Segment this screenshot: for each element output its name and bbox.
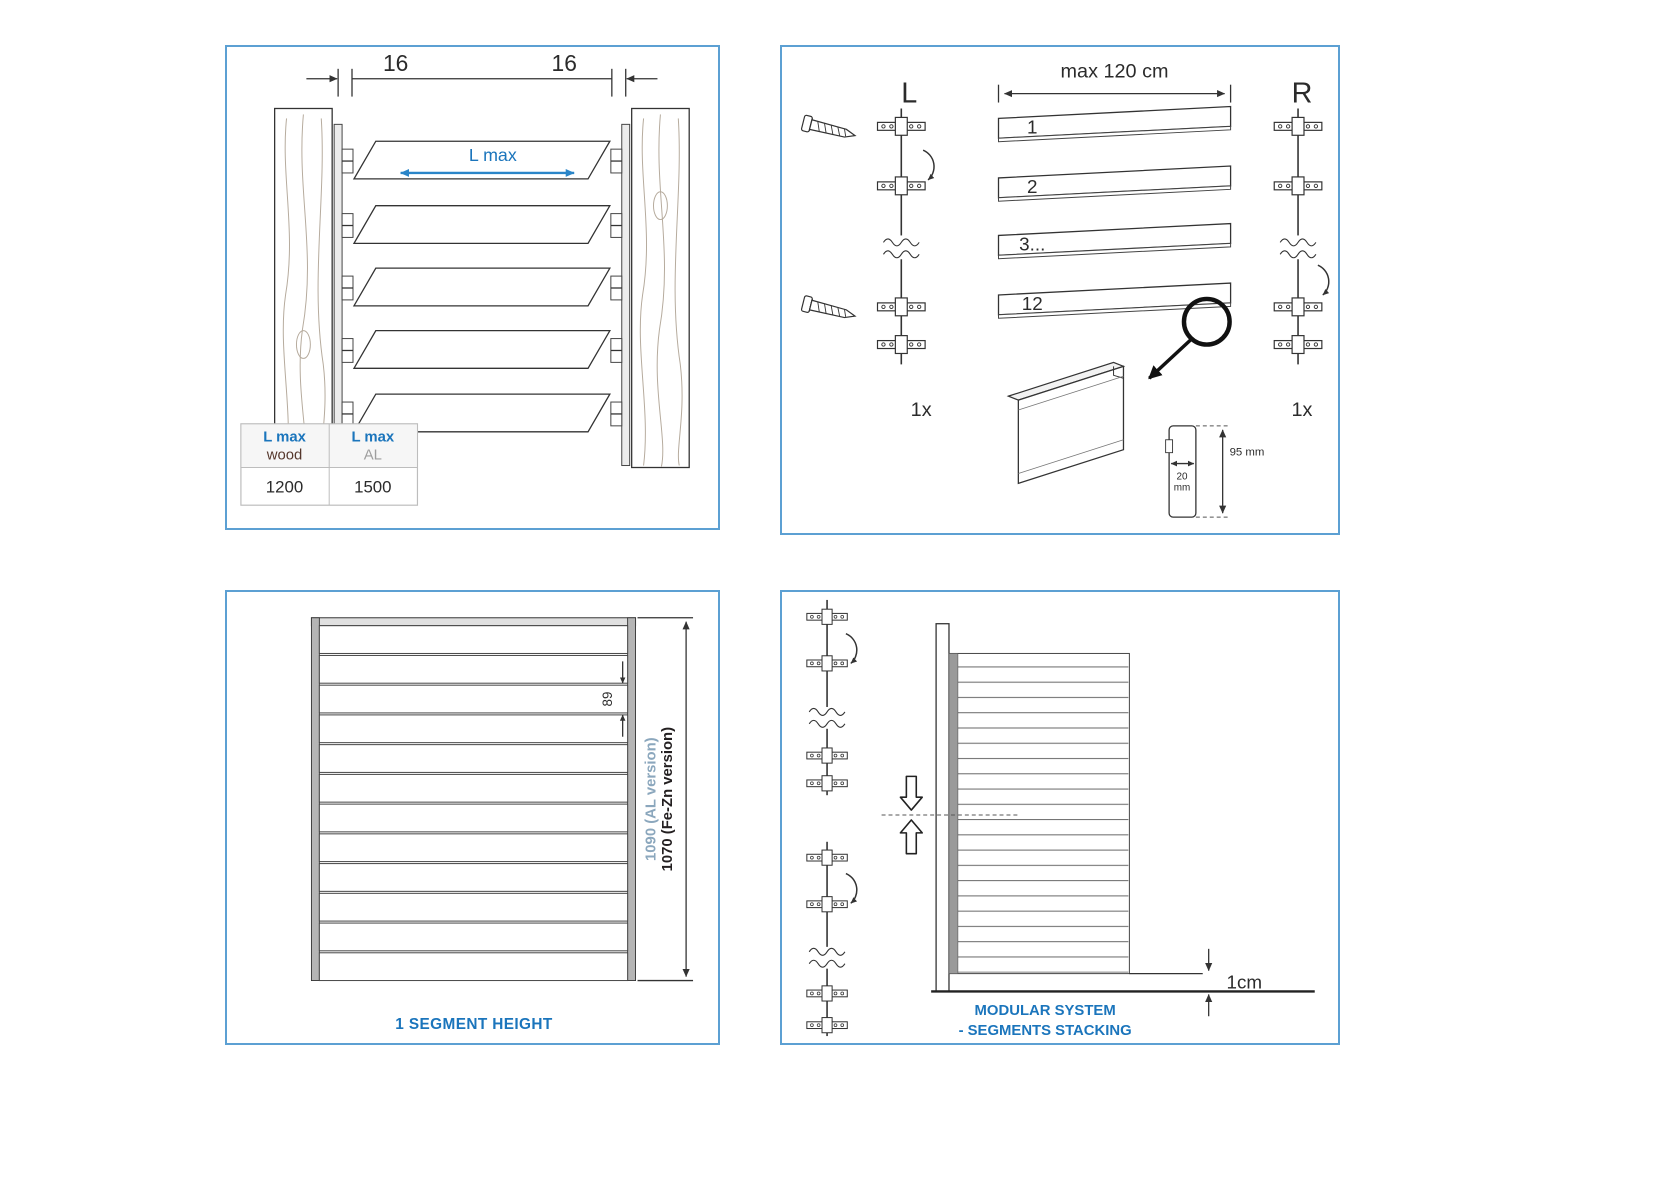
dim-16-right: 16	[552, 50, 577, 76]
right-marker-label: R	[1292, 78, 1313, 110]
dim-16-left: 16	[383, 50, 408, 76]
bracket-icon	[1273, 116, 1323, 136]
segment-front-view	[310, 617, 637, 982]
max-width-label: max 120 cm	[1061, 61, 1169, 83]
bracket-icon	[1273, 297, 1323, 317]
segment-height-drawing: 89 1090 (AL version) 1070 (Fe-Zn version…	[310, 617, 694, 1033]
height-al-label: 1090 (AL version)	[643, 737, 659, 861]
profile-width-value: 20	[1176, 471, 1188, 482]
rotate-arrow-icon	[846, 634, 857, 664]
width-dimension: max 120 cm	[997, 61, 1232, 103]
slat-number-1: 1	[1027, 116, 1037, 137]
modular-caption-line1: MODULAR SYSTEM	[975, 1003, 1116, 1019]
slats	[352, 140, 611, 433]
stack-up-arrow-icon	[899, 819, 924, 855]
left-rail	[333, 123, 354, 467]
right-wood-post	[631, 107, 690, 469]
break-line-icon	[808, 947, 846, 956]
bracket-icon	[806, 896, 848, 913]
bracket-icon	[876, 335, 926, 355]
bracket-icon	[806, 775, 848, 792]
mounting-rail-bottom	[806, 841, 857, 1037]
bracket-icon	[806, 849, 848, 866]
gap-dimension-label: 1cm	[1227, 971, 1263, 992]
slat-number-3: 3...	[1019, 233, 1045, 254]
screw-icon	[800, 294, 858, 325]
table-header-al-top: L max	[351, 430, 394, 446]
break-line-icon	[808, 959, 846, 968]
left-qty-label: 1x	[911, 399, 932, 421]
panel-modular-system: 1cm MODULAR SYSTEM - SEGMENTS STACKING	[780, 590, 1340, 1045]
break-line-icon	[808, 707, 846, 716]
height-fezn-label: 1070 (Fe-Zn version)	[660, 727, 676, 872]
bracket-icon	[876, 297, 926, 317]
table-value-wood: 1200	[266, 477, 303, 496]
left-marker-label: L	[901, 78, 917, 110]
assembly-drawing: L R max 120 cm 1x 1x	[800, 61, 1338, 518]
slat-height-value: 89	[600, 692, 615, 707]
bracket-icon	[806, 608, 848, 625]
slat-height-dimension: 89	[600, 661, 626, 737]
right-qty-label: 1x	[1292, 399, 1313, 421]
slat-width-drawing: 16 16 L max L max wood L max AL 1200 15	[240, 50, 690, 506]
gap-dimension: 16 16	[306, 50, 658, 97]
ground-and-gap: 1cm	[931, 948, 1315, 1017]
slat-number-12: 12	[1022, 293, 1043, 314]
bracket-icon	[806, 747, 848, 764]
break-line-icon	[882, 238, 920, 247]
table-header-wood-bottom: wood	[266, 448, 303, 464]
profile-cross-section: 20 mm 95 mm	[1165, 425, 1265, 518]
rotate-arrow-icon	[846, 874, 857, 904]
slat-number-2: 2	[1027, 176, 1037, 197]
screw-icon	[800, 114, 858, 144]
l-max-label: L max	[469, 145, 517, 165]
stack-down-arrow-icon	[899, 775, 924, 811]
break-line-icon	[1279, 238, 1317, 247]
table-value-al: 1500	[354, 477, 391, 496]
segment-height-dimension: 1090 (AL version) 1070 (Fe-Zn version)	[637, 617, 694, 982]
stacked-segments-side-view	[881, 623, 1130, 993]
profile-width-unit: mm	[1174, 482, 1191, 493]
bracket-icon	[1273, 176, 1323, 196]
right-mounting-rail	[1273, 108, 1329, 365]
bracket-icon	[806, 655, 848, 672]
bracket-icon	[876, 116, 926, 136]
lmax-table: L max wood L max AL 1200 1500	[240, 423, 419, 506]
mounting-rail-top	[806, 599, 857, 796]
rotate-arrow-icon	[1318, 265, 1329, 295]
left-wood-post	[274, 107, 333, 469]
slat-3d-view	[1006, 361, 1126, 485]
modular-caption-line2: - SEGMENTS STACKING	[959, 1023, 1132, 1039]
panel-segment-height: 89 1090 (AL version) 1070 (Fe-Zn version…	[225, 590, 720, 1045]
rotate-arrow-icon	[923, 150, 934, 180]
bracket-icon	[1273, 335, 1323, 355]
break-line-icon	[808, 719, 846, 728]
detail-arrow-icon	[1148, 338, 1193, 380]
table-header-wood-top: L max	[263, 430, 306, 446]
detail-circle	[1181, 296, 1232, 347]
bracket-icon	[876, 176, 926, 196]
panel-assembly: L R max 120 cm 1x 1x	[780, 45, 1340, 535]
right-rail	[610, 123, 631, 467]
bracket-icon	[806, 1017, 848, 1034]
modular-system-drawing: 1cm MODULAR SYSTEM - SEGMENTS STACKING	[806, 599, 1315, 1039]
break-line-icon	[882, 250, 920, 259]
break-line-icon	[1279, 250, 1317, 259]
segment-height-caption: 1 SEGMENT HEIGHT	[395, 1016, 553, 1033]
numbered-slats: 1 2 3... 12	[997, 105, 1232, 319]
profile-height-label: 95 mm	[1230, 447, 1265, 459]
table-header-al-bottom: AL	[364, 448, 382, 464]
bracket-icon	[806, 985, 848, 1002]
panel-slat-width: 16 16 L max L max wood L max AL 1200 15	[225, 45, 720, 530]
left-mounting-rail	[876, 108, 935, 365]
